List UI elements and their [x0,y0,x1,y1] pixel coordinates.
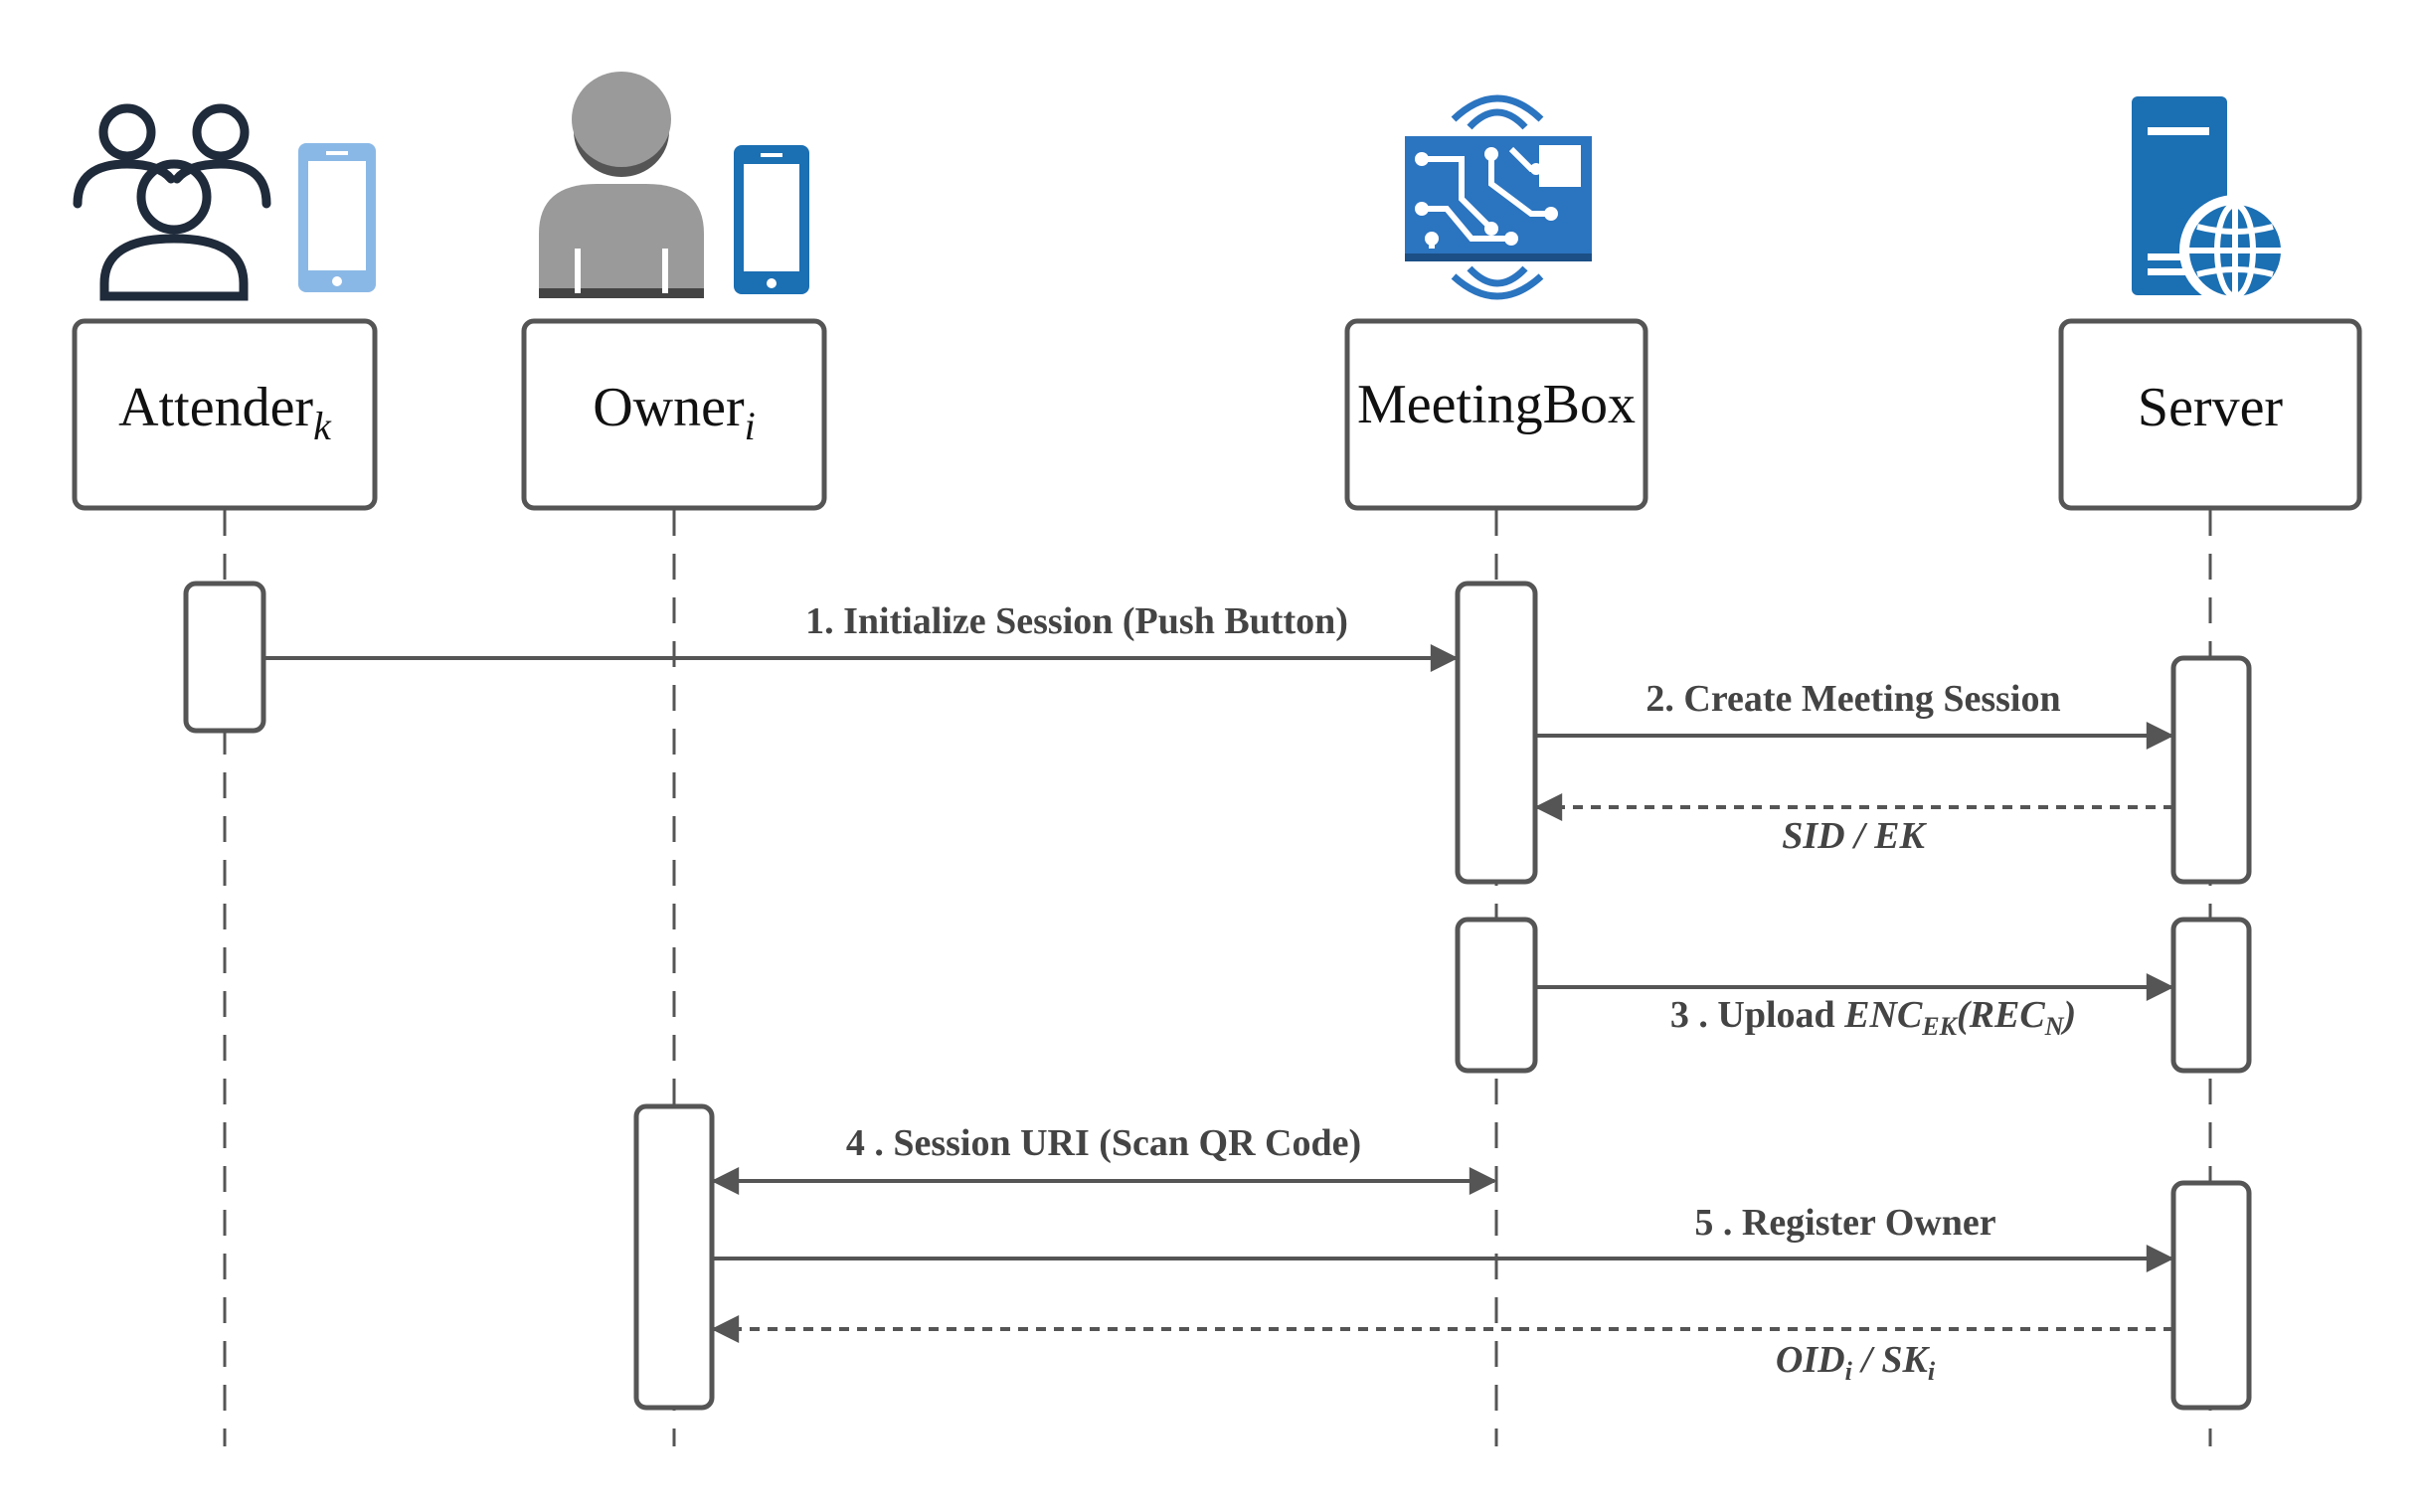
reply-label-5: OIDi / SKi [1776,1339,1936,1386]
group-of-people-icon [73,103,271,301]
actor-box-meetingbox: MeetingBox [1344,318,1648,511]
message-label-3: 3 . Upload ENCEK(RECN) [1670,994,2076,1041]
person-icon [539,72,704,298]
reply-label-2: SID / EK [1782,815,1927,857]
actor-label-meetingbox: MeetingBox [1357,374,1636,435]
actor-box-owner: Owneri [521,318,827,511]
activation-meetingbox-2 [1455,917,1538,1074]
message-label-1: 1. Initialize Session (Push Button) [805,600,1348,642]
actor-box-attender: Attenderk [72,318,378,511]
message-label-5: 5 . Register Owner [1694,1202,1995,1244]
activation-meetingbox-1 [1455,581,1538,885]
message-label-2: 2. Create Meeting Session [1645,678,2060,720]
actor-box-server: Server [2058,318,2362,511]
actor-label-server: Server [2138,377,2284,438]
activation-attender [183,581,266,734]
circuit-board-icon [1405,94,1592,300]
activation-owner [633,1103,715,1411]
web-server-icon [2132,96,2291,306]
smartphone-icon [298,143,376,292]
activation-server-3 [2170,1180,2252,1411]
activation-server-1 [2170,655,2252,885]
message-label-4: 4 . Session URI (Scan QR Code) [846,1122,1361,1164]
actor-label-attender: Attenderk [118,377,332,448]
smartphone-icon [734,145,809,294]
actor-label-owner: Owneri [593,377,756,448]
activation-server-2 [2170,917,2252,1074]
